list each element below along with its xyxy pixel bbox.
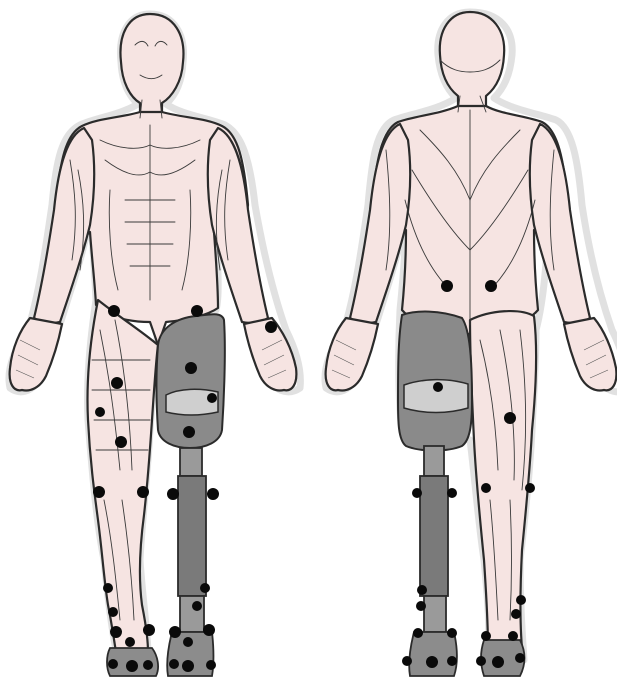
marker [110,626,122,638]
back-pylon-tube [420,476,448,596]
marker [126,660,138,672]
front-head [120,14,183,118]
marker [433,382,443,392]
marker [511,609,521,619]
front-arm-left [34,128,94,323]
back-prosthetic-foot [409,632,457,676]
front-view-figure [9,14,300,676]
marker [447,656,457,666]
front-sound-leg [87,300,158,652]
marker [182,660,194,672]
marker [416,601,426,611]
marker [191,305,203,317]
front-hand-left [10,318,62,390]
marker [504,412,516,424]
marker [426,656,438,668]
marker [515,653,525,663]
marker [108,659,118,669]
marker [169,626,181,638]
back-view-figure [325,12,617,676]
marker [108,607,118,617]
front-pylon-lower [180,596,204,632]
marker [115,436,127,448]
marker [413,628,423,638]
marker [485,280,497,292]
marker [412,488,422,498]
marker [265,321,277,333]
marker [108,305,120,317]
marker [447,488,457,498]
back-pylon-lower [424,596,446,632]
marker [516,595,526,605]
marker [183,637,193,647]
marker [183,426,195,438]
marker [143,624,155,636]
marker [95,407,105,417]
marker [185,362,197,374]
marker [143,660,153,670]
front-pylon-adapter [180,448,202,476]
marker [417,585,427,595]
marker [481,483,491,493]
marker [207,393,217,403]
marker [167,488,179,500]
back-sound-leg [470,311,536,648]
back-pylon-adapter [424,446,444,476]
marker [447,628,457,638]
front-pylon-tube [178,476,206,596]
marker [492,656,504,668]
marker [200,583,210,593]
marker [402,656,412,666]
back-arm-right [530,124,590,323]
back-hand-left [326,318,378,390]
marker [207,488,219,500]
marker [125,637,135,647]
marker [169,659,179,669]
marker [508,631,518,641]
marker [206,660,216,670]
marker [476,656,486,666]
marker [137,486,149,498]
marker [203,624,215,636]
marker [93,486,105,498]
marker [103,583,113,593]
marker [481,631,491,641]
marker [525,483,535,493]
marker [441,280,453,292]
marker [192,601,202,611]
marker [111,377,123,389]
